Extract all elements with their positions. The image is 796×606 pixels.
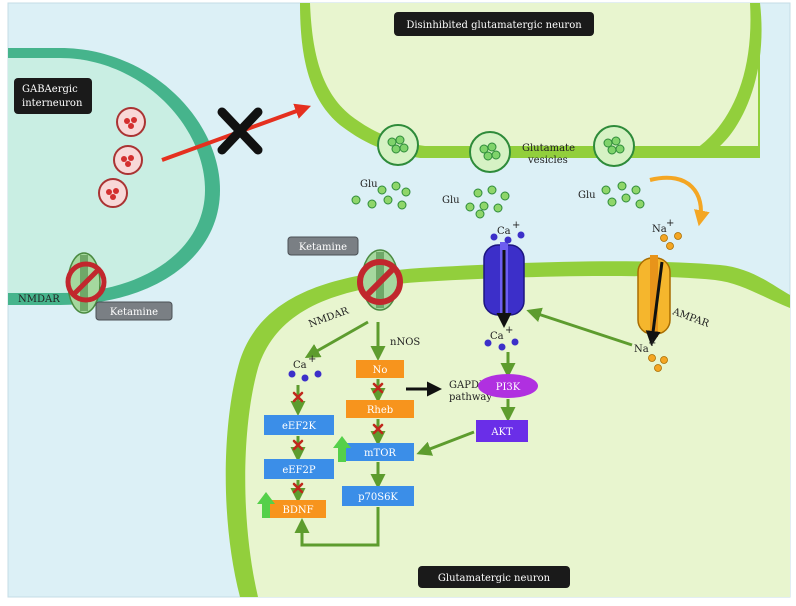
glutamate-molecules (351, 181, 645, 219)
rheb-box (346, 400, 414, 418)
gaba-interneuron-body (8, 58, 205, 293)
ca-label-left: Ca (293, 360, 307, 371)
bottom-neuron-label: Glutamatergic neuron (438, 573, 551, 584)
glu-label-left: Glu (360, 179, 378, 190)
ca-label-bottom: Ca (490, 331, 504, 342)
ca-ions-left (288, 370, 322, 382)
gaba-ketamine-label: Ketamine (110, 307, 158, 318)
gaba-ketamine-pill (95, 301, 173, 321)
eef2p-box (264, 459, 334, 479)
na-label-top: Na (652, 224, 667, 235)
gaba-nmdar-block-icon (65, 261, 107, 303)
gaba-label-line1: GABAergic (22, 84, 78, 95)
na-plus-top: + (666, 218, 674, 229)
na-label-bottom: Na (634, 344, 649, 355)
mtor-box (346, 443, 414, 461)
eef2p-label: eEF2P (282, 465, 316, 476)
no-box (356, 360, 404, 378)
ca-plus-left: + (308, 354, 316, 365)
glu-label-right: Glu (578, 190, 596, 201)
gaba-label-line2: interneuron (22, 98, 83, 109)
bdnf-up-arrow-icon (257, 492, 275, 518)
gaba-vesicles (98, 107, 146, 208)
pi3k-ellipse (478, 374, 538, 398)
blocked-x-icon (217, 107, 263, 155)
gaba-label-box (14, 78, 92, 114)
akt-label: AKT (490, 427, 513, 438)
no-label: No (373, 365, 388, 376)
ampar-receptor (637, 255, 671, 346)
ca-ions-top (490, 231, 525, 244)
nmdar-to-ca-arrow (304, 320, 369, 358)
bdnf-box (270, 500, 326, 518)
p70s6k-label: p70S6K (358, 492, 398, 503)
vesicles-label-line1: Glutamate (522, 143, 575, 154)
gaba-nmdar-label: NMDAR (18, 294, 60, 305)
glutamate-vesicles (377, 124, 635, 173)
bottom-neuron-label-box (418, 566, 570, 588)
nnos-label: nNOS (390, 337, 420, 348)
na-ions-top (660, 232, 682, 250)
top-neuron-label: Disinhibited glutamatergic neuron (406, 20, 582, 31)
ca-plus-top: + (512, 220, 520, 231)
eef2k-box (264, 415, 334, 435)
akt-to-mtor-arrow (416, 430, 475, 456)
vesicles-label-line2: vesicles (527, 155, 568, 166)
gapdh-label-line2: pathway (449, 392, 492, 403)
ca-label-top: Ca (497, 226, 511, 237)
ca-ions-bottom (484, 338, 519, 351)
ampar-to-ca-arrow (526, 307, 633, 347)
postsyn-ketamine-label: Ketamine (299, 242, 347, 253)
postsyn-nmdar-block-icon (357, 259, 403, 305)
na-plus-bottom: + (648, 338, 656, 349)
na-ions-bottom (648, 354, 668, 372)
p70s6k-to-bdnf-arrow (294, 507, 380, 547)
top-neuron-right-edge (680, 3, 762, 158)
pi3k-label: PI3K (496, 382, 521, 393)
top-neuron-body (310, 3, 758, 146)
bdnf-label: BDNF (282, 505, 313, 516)
rheb-label: Rheb (367, 405, 393, 416)
glu-label-middle: Glu (442, 195, 460, 206)
akt-box (476, 420, 528, 442)
mtor-label: mTOR (364, 448, 396, 459)
mtor-up-arrow-icon (333, 436, 351, 462)
glu-to-ampar-arrow (649, 175, 710, 227)
gapdh-label-line1: GAPDH (449, 380, 488, 391)
postsyn-ketamine-pill (287, 236, 359, 256)
top-neuron-label-box (394, 12, 594, 36)
calcium-channel (483, 242, 525, 328)
eef2k-label: eEF2K (282, 421, 317, 432)
ca-plus-bottom: + (505, 325, 513, 336)
p70s6k-box (342, 486, 414, 506)
